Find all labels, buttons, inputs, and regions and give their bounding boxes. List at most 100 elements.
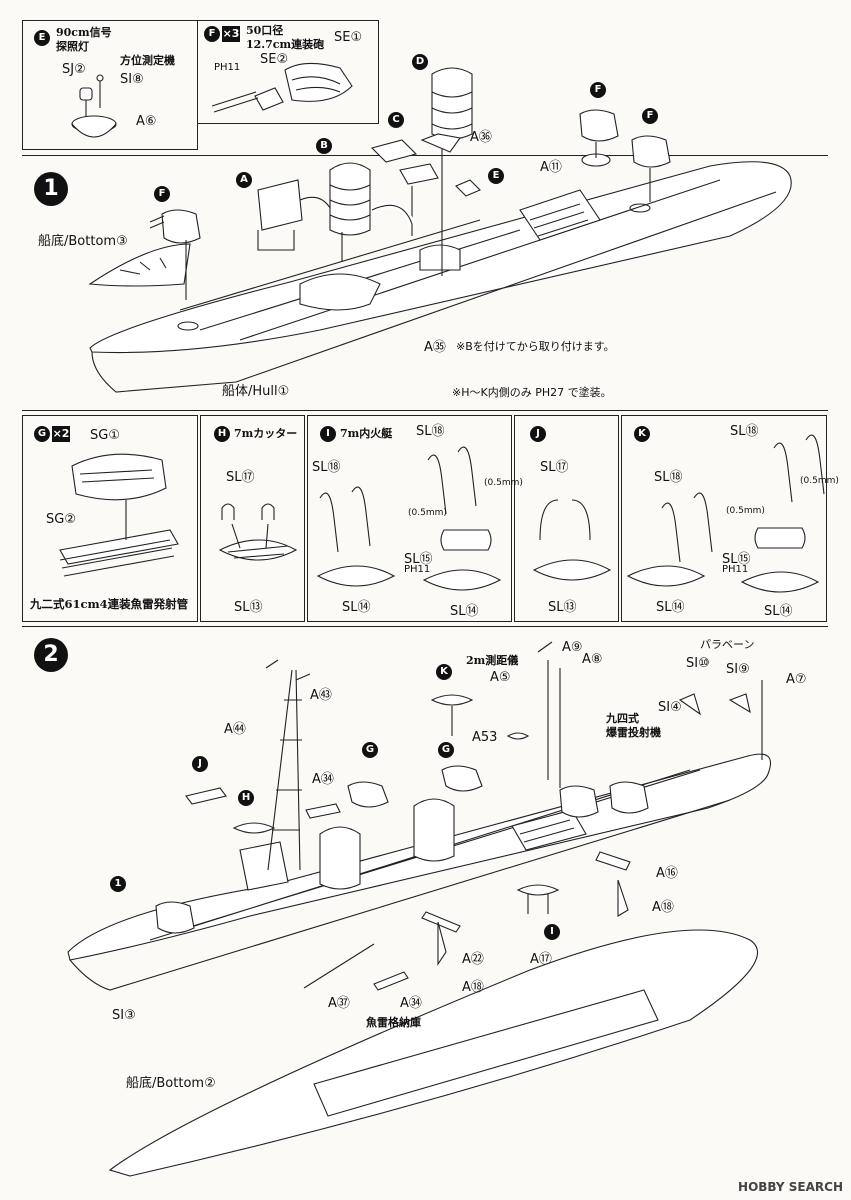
step2-a5: A⑤ [490, 670, 511, 685]
panel-f-se1: SE① [334, 30, 363, 45]
panel-k-sl14b: SL⑭ [764, 604, 793, 619]
step2-bottom-label: 船底/Bottom② [126, 1076, 216, 1091]
step2-part-1: 1 [110, 876, 126, 892]
step1-part-a: A [236, 172, 252, 188]
funnel-b [329, 162, 371, 262]
panel-k-sl18a: SL⑱ [654, 470, 683, 485]
watermark: HOBBY SEARCH [738, 1180, 843, 1194]
step2-dc-2: 爆雷投射機 [606, 726, 661, 739]
gun-f-step1a [149, 209, 201, 300]
panel-i-badge: I [320, 426, 336, 442]
step2-a8: A⑧ [582, 652, 603, 667]
panel-h-sl17: SL⑰ [226, 470, 255, 485]
panel-e-sub: 方位測定機 [120, 54, 175, 67]
step1-part-d: D [412, 54, 428, 70]
step2-paravane: パラベーン [700, 638, 755, 651]
step2-a22: A㉒ [462, 952, 484, 967]
step1-a35: A㉟ [424, 340, 446, 355]
step2-part-i: I [544, 924, 560, 940]
panel-k-sl15: SL⑮ [722, 552, 751, 567]
divider-step2 [22, 626, 828, 627]
panel-i-sl18b: SL⑱ [416, 424, 445, 439]
step2-si3: SI③ [112, 1008, 136, 1023]
panel-i-dim2: (0.5mm) [484, 478, 523, 488]
step1-hull-label: 船体/Hull① [222, 384, 290, 399]
panel-i-sl18a: SL⑱ [312, 460, 341, 475]
launch-k-drawing [626, 434, 825, 593]
panel-k-dim2: (0.5mm) [800, 476, 839, 486]
twin-gun-drawing [211, 62, 353, 113]
panel-i-dim1: (0.5mm) [408, 508, 447, 518]
step1-a11: A⑪ [540, 160, 562, 175]
panel-k-dim1: (0.5mm) [726, 506, 765, 516]
panel-i-title: 7m内火艇 [340, 427, 393, 440]
panel-h-badge: H [214, 426, 230, 442]
cutter-j-drawing [532, 499, 612, 581]
panel-i-sl14b: SL⑭ [450, 604, 479, 619]
step1-a36: A㊱ [470, 130, 492, 145]
step2-a34b: A㉞ [400, 996, 422, 1011]
hull-1 [89, 153, 792, 393]
step2-si9: SI⑨ [726, 662, 750, 677]
part-e-small [455, 179, 481, 197]
panel-f [197, 20, 379, 124]
searchlight-drawing [71, 74, 117, 138]
panel-g-count: ×2 [52, 426, 70, 442]
step2-a18b: A⑱ [462, 980, 484, 995]
step2-si4: SI④ [658, 700, 682, 715]
launch-i-drawing [316, 446, 502, 591]
panel-e-badge: E [34, 30, 50, 46]
panel-i-paint: PH11 [404, 564, 431, 575]
panel-e-sj: SJ② [62, 62, 86, 77]
step2-part-g1: G [362, 742, 378, 758]
panel-g [22, 415, 198, 622]
step1-part-e: E [488, 168, 504, 184]
panel-j-sl17: SL⑰ [540, 460, 569, 475]
step2-torpedo-store: 魚雷格納庫 [366, 1016, 421, 1029]
mast-drawing [265, 659, 311, 871]
gun-f-step1b [579, 109, 619, 158]
hull-step2 [67, 753, 772, 991]
panel-i-sl15: SL⑮ [404, 552, 433, 567]
step2-rear-mast [537, 641, 763, 788]
step2-a7: A⑦ [786, 672, 807, 687]
step1-part-f3: F [642, 108, 658, 124]
panel-e-a: A⑥ [136, 114, 157, 129]
panel-g-caption: 九二式61cm4連装魚雷発射管 [30, 597, 189, 611]
step2-a16: A⑯ [656, 866, 678, 881]
step1-part-f2: F [590, 82, 606, 98]
step2-part-j: J [192, 756, 208, 772]
bottom-plate-3 [88, 243, 191, 287]
funnel-d [420, 67, 473, 276]
panel-j-sl13: SL⑬ [548, 600, 577, 615]
step2-a53: A53 [472, 730, 498, 745]
panel-f-title-2: 12.7cm連装砲 [246, 38, 325, 51]
step2-part-h: H [238, 790, 254, 806]
panel-k-sl18b: SL⑱ [730, 424, 759, 439]
panel-k-sl14a: SL⑭ [656, 600, 685, 615]
step2-dc-1: 九四式 [606, 712, 639, 725]
step2-part-g2: G [438, 742, 454, 758]
divider-step1 [22, 410, 828, 411]
panel-f-badge: F [204, 26, 220, 42]
step2-part-k: K [436, 664, 452, 680]
step2-small-parts [185, 693, 751, 991]
panel-f-count: ×3 [222, 26, 240, 42]
panel-h [200, 415, 305, 622]
cutter-h-drawing [218, 503, 298, 561]
step1-part-f1: F [154, 186, 170, 202]
bottom-2-hull [108, 929, 759, 1177]
step1-part-c: C [388, 112, 404, 128]
step2-number: 2 [34, 638, 68, 672]
panel-f-title-1: 50口径 [246, 24, 284, 37]
panel-i-sl14a: SL⑭ [342, 600, 371, 615]
panel-j-badge: J [530, 426, 546, 442]
panel-e-si: SI⑧ [120, 72, 144, 87]
panel-f-se2: SE② [260, 52, 289, 67]
step1-part-b: B [316, 138, 332, 154]
gun-f-step1c [631, 135, 671, 202]
panel-f-paint: PH11 [214, 62, 241, 73]
panel-h-sl13: SL⑬ [234, 600, 263, 615]
step2-a34a: A㉞ [312, 772, 334, 787]
step2-a43: A㊸ [310, 688, 332, 703]
